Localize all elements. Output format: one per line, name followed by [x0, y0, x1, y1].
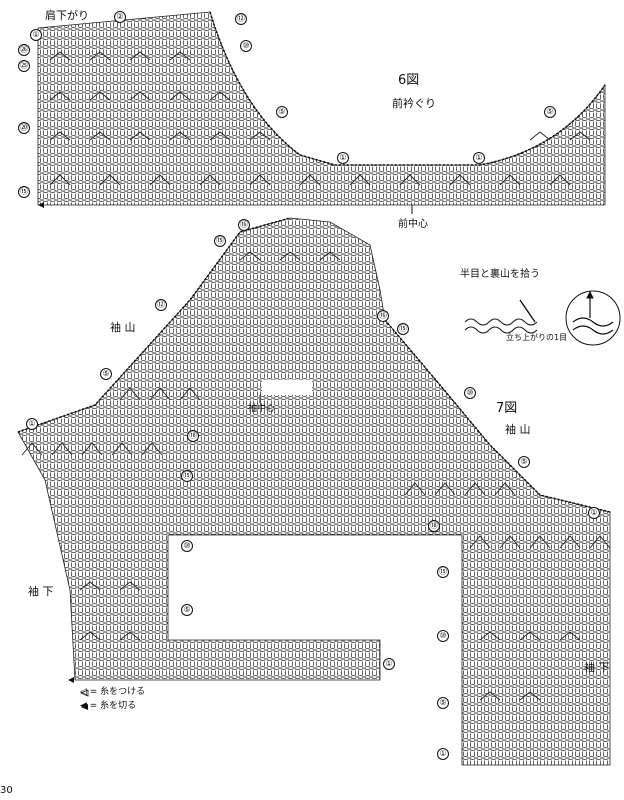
- fig7-fan-rows: [21, 251, 611, 701]
- fig6-row-5-left: ⑤: [276, 106, 288, 118]
- fig7-row-15-bottom: ⑮: [437, 566, 449, 578]
- fig6-row-20: ⑳: [18, 122, 30, 134]
- pickup-caption: 立ち上がりの1目: [506, 333, 568, 342]
- fig7-row-16-top: ⑯: [238, 219, 250, 231]
- fig6-row-1-top: ①: [30, 29, 42, 41]
- fig7-row-16: ⑯: [377, 310, 389, 322]
- fig6-subtitle: 前衿ぐり: [392, 97, 436, 110]
- fig7-row-1-bottom: ①: [437, 748, 449, 760]
- fig6-row-15: ⑮: [18, 186, 30, 198]
- underarm-left-label: 袖 下: [28, 585, 54, 598]
- fig6-start-marker: [38, 202, 44, 208]
- fig7-row-5-left: ⑤: [100, 368, 112, 380]
- fig6-row-12: ⑫: [235, 13, 247, 25]
- fig7-row-5-lower: ⑤: [181, 604, 193, 616]
- pickup-title: 半目と裏山を拾う: [460, 269, 540, 280]
- fig7-row-15-left: ⑮: [181, 470, 193, 482]
- fig6-row-25: ㉕: [18, 60, 30, 72]
- fig6-row-2: ②: [114, 11, 126, 23]
- fig7-inner-gap: [262, 310, 312, 395]
- legend-attach-symbol: [79, 689, 89, 697]
- legend-attach: ◁ = 糸をつける: [80, 687, 146, 697]
- sleeve-center-label: 袖中心: [248, 404, 276, 414]
- fig6-center-label: 前中心: [398, 219, 428, 230]
- fig7-row-12: ⑫: [155, 299, 167, 311]
- fig7-row-5-right: ⑤: [518, 456, 530, 468]
- fig6-neckline: [209, 11, 606, 166]
- fig7-row-5-bottom: ⑤: [437, 697, 449, 709]
- fig7-row-1-bottom-left: ①: [383, 658, 395, 670]
- legend-cut-symbol: [81, 704, 88, 710]
- fig6-row-10: ⑩: [240, 40, 252, 52]
- sleeve-cap-right-label: 袖 山: [505, 423, 531, 436]
- fig6-row-1-right: ①: [473, 152, 485, 164]
- fig7-row-1-left: ①: [26, 418, 38, 430]
- fig6-body: [37, 11, 606, 206]
- fig7-row-10-left: ⑩: [181, 540, 193, 552]
- fig7-row-18-left: ⑱: [187, 430, 199, 442]
- fig7-body: [17, 217, 611, 766]
- fig6-row-1-left: ①: [337, 152, 349, 164]
- legend-cut: ◀ = 糸を切る: [80, 701, 137, 711]
- shoulder-slope-label: 肩下がり: [45, 9, 89, 22]
- fig7-cap-edge: [17, 217, 611, 513]
- pickup-illustration: [464, 290, 621, 346]
- fig7-row-18-right: ⑱: [428, 520, 440, 532]
- page-number: 30: [0, 785, 13, 796]
- fig7-start-marker: [68, 677, 74, 683]
- fig6-row-5-right: ⑤: [544, 106, 556, 118]
- underarm-right-label: 袖 下: [584, 661, 610, 674]
- fig7-row-10-bottom: ⑩: [437, 630, 449, 642]
- sleeve-cap-left-label: 袖 山: [110, 321, 136, 334]
- fig6-title: 6図: [398, 73, 420, 88]
- fig6-fan-rows: [49, 51, 591, 186]
- fig7-row-1-right: ①: [588, 507, 600, 519]
- fig7-row-15: ⑮: [397, 323, 409, 335]
- fig6-row-26: ㉖: [18, 44, 30, 56]
- fig7-row-10-right: ⑩: [464, 387, 476, 399]
- fig7-title: 7図: [496, 401, 518, 416]
- fig7-row-15-top: ⑮: [214, 235, 226, 247]
